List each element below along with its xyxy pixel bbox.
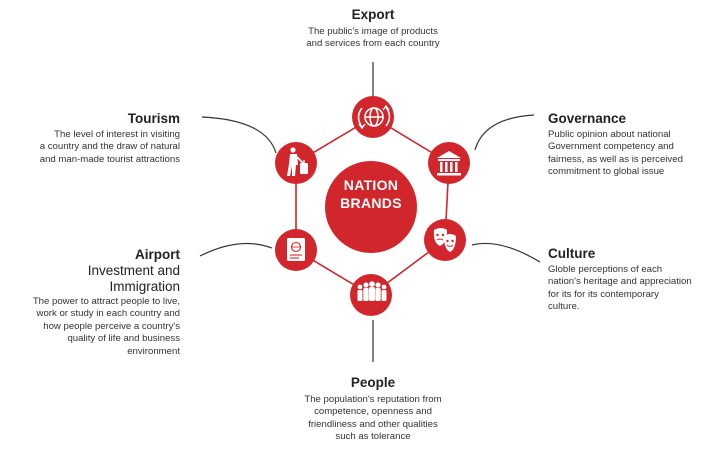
airport-subtitle: Investment and Immigration	[6, 263, 180, 295]
tourism-desc-line: The level of interest in visiting	[54, 129, 180, 140]
tourism-desc-line: a country and the draw of natural	[39, 141, 180, 153]
airport-desc-line: how people perceive a country's	[43, 320, 180, 332]
center-label-line2: BRANDS	[340, 195, 402, 211]
people-title: People	[350, 375, 396, 390]
tourism-description: The level of interest in visiting a coun…	[8, 129, 180, 166]
node-export[interactable]	[352, 96, 394, 138]
passport-icon	[287, 238, 305, 261]
culture-desc-line: for its for its contemporary	[548, 288, 659, 300]
governance-desc-line: Public opinion about national	[548, 129, 671, 140]
culture-label: Culture Globle perceptions of each natio…	[548, 246, 723, 314]
airport-title: Airport	[135, 247, 180, 262]
governance-title: Governance	[548, 111, 627, 126]
airport-desc-line: quality of life and business	[67, 333, 180, 345]
governance-description: Public opinion about national Government…	[548, 129, 723, 179]
node-culture[interactable]	[424, 219, 466, 261]
export-desc-line: The public's image of products	[308, 26, 438, 37]
airport-desc-line: environment	[127, 345, 180, 357]
export-title: Export	[351, 7, 395, 22]
connector-tourism	[201, 116, 277, 154]
node-people[interactable]	[350, 274, 392, 316]
governance-desc-line: commitment to global issue	[548, 166, 665, 178]
airport-subtitle-line: Investment and	[87, 263, 180, 278]
culture-desc-line: nation's heritage and appreciation	[548, 276, 692, 288]
airport-description: The power to attract people to live, wor…	[6, 296, 180, 358]
culture-desc-line: Globle perceptions of each	[548, 264, 663, 275]
node-airport[interactable]	[275, 229, 317, 271]
culture-description: Globle perceptions of each nation's heri…	[548, 264, 723, 314]
airport-desc-line: The power to attract people to live,	[32, 296, 180, 307]
culture-title: Culture	[548, 246, 596, 261]
culture-desc-line: culture.	[548, 301, 580, 313]
courthouse-icon	[437, 151, 461, 176]
node-tourism[interactable]	[275, 142, 317, 184]
airport-subtitle-line: Immigration	[109, 279, 180, 294]
node-governance[interactable]	[428, 142, 470, 184]
people-desc-line: competence, openness and	[314, 406, 432, 418]
connector-culture	[471, 242, 541, 263]
tourism-label: Tourism The level of interest in visitin…	[8, 111, 180, 166]
globe-arrows-icon	[357, 104, 391, 130]
people-desc-line: such as tolerance	[335, 431, 411, 443]
people-desc-line: The population's reputation from	[304, 394, 442, 405]
people-desc-line: friendliness and other qualities	[308, 418, 438, 430]
export-desc-line: and services from each country	[306, 38, 440, 50]
airport-label: Airport Investment and Immigration The p…	[6, 247, 180, 358]
center-circle	[325, 161, 417, 253]
governance-circle	[428, 142, 470, 184]
governance-label: Governance Public opinion about national…	[548, 111, 723, 179]
airport-desc-line: work or study in each country and	[36, 308, 180, 320]
governance-desc-line: Government competency and	[548, 141, 674, 153]
people-group-icon	[357, 281, 387, 301]
export-label: Export The public's image of products an…	[272, 7, 474, 51]
center-label-line1: NATION	[343, 177, 399, 193]
export-description: The public's image of products and servi…	[272, 26, 474, 51]
tourism-title: Tourism	[127, 111, 180, 126]
governance-desc-line: fairness, as well as is perceived	[548, 153, 683, 165]
traveler-luggage-icon	[287, 147, 308, 176]
center-label: NATION BRANDS	[327, 176, 415, 212]
connector-governance	[474, 114, 535, 151]
people-label: People The population's reputation from …	[268, 375, 478, 444]
connector-airport	[199, 242, 273, 257]
theatre-masks-icon	[433, 228, 456, 252]
people-description: The population's reputation from compete…	[268, 394, 478, 444]
tourism-desc-line: and man-made tourist attractions	[39, 153, 180, 165]
